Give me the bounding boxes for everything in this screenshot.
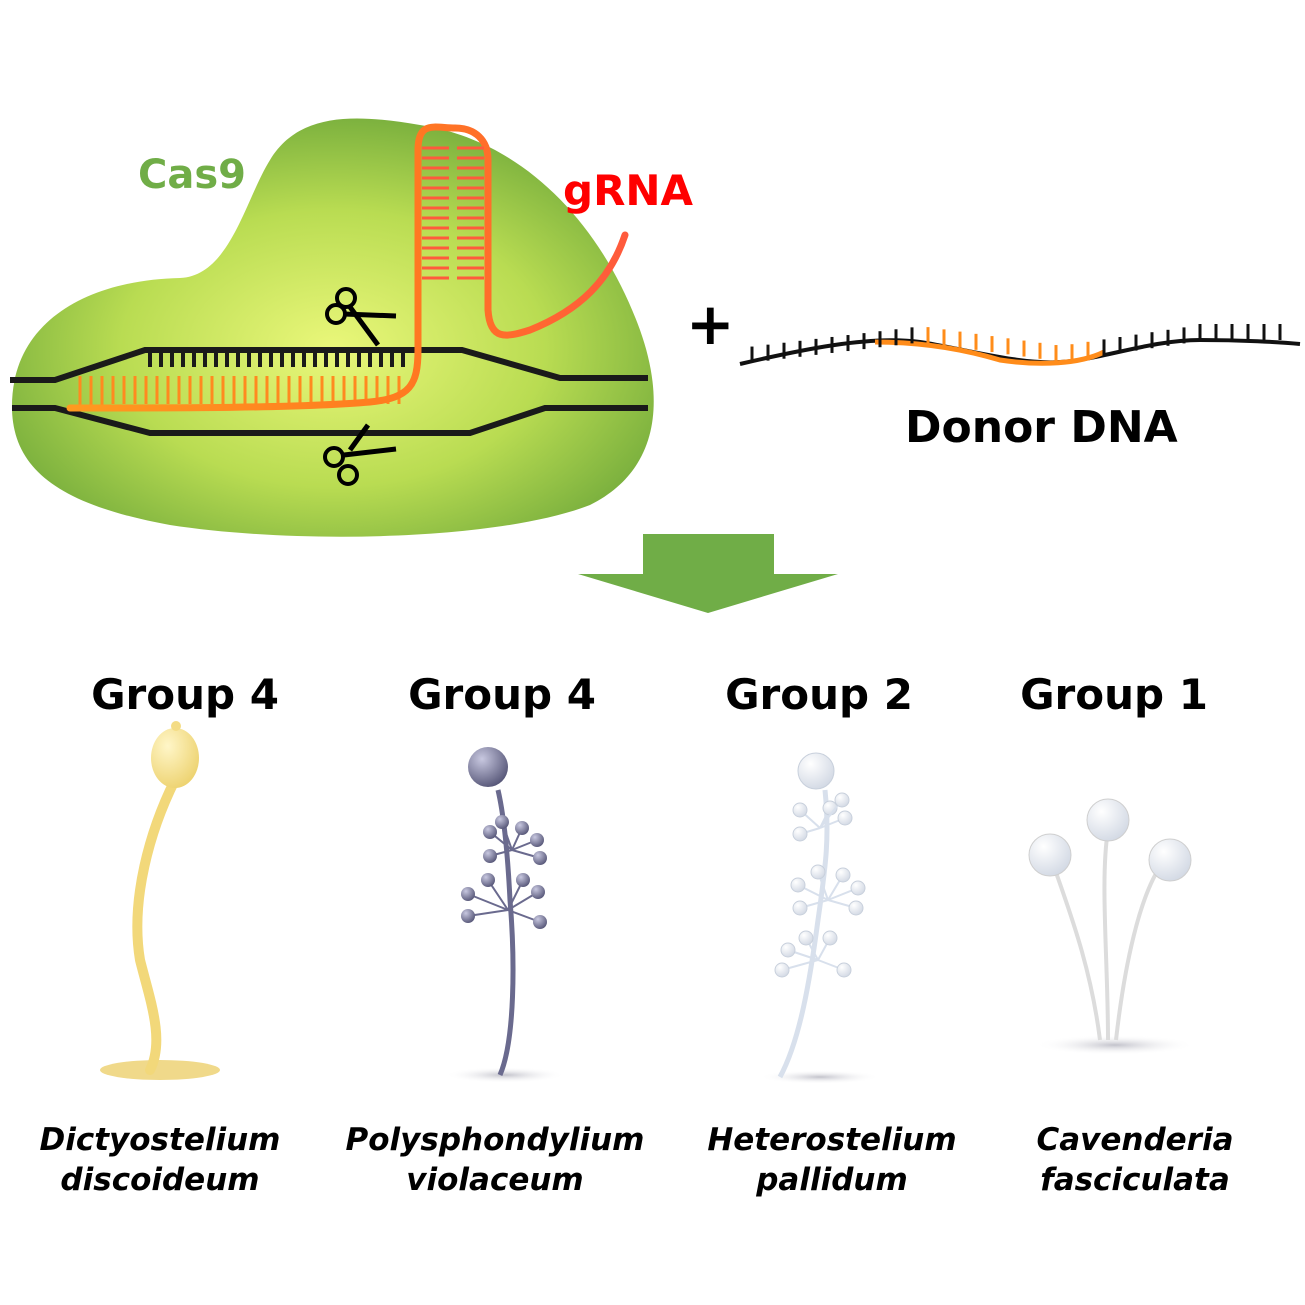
grna-label: gRNA [563,166,694,215]
genus: Cavenderia [1036,1122,1234,1158]
donor-dna-insert [874,339,1106,366]
spore-head [822,930,838,946]
spore-head [792,900,808,916]
spore-head [483,849,497,863]
spore-head [774,962,790,978]
illustration-heterostelium [760,752,880,1084]
group-label: Group 1 [1020,670,1208,719]
terminal-spore-head [468,747,508,787]
spore-head [481,873,495,887]
grna-bases [78,376,401,407]
target-dna [10,347,648,436]
spore-head [461,909,475,923]
down-arrow-icon [578,534,838,613]
genus: Heterostelium [707,1122,957,1158]
branch [467,893,509,911]
donor-dna-bases [750,324,1282,363]
plus-sign: + [686,290,735,358]
spore-head [810,864,826,880]
spore-head [792,802,808,818]
species-name: Dictyostelium discoideum [0,1120,320,1200]
spore-head [836,962,852,978]
illustration-dictyostelium [100,721,220,1080]
spore-head [848,900,864,916]
spore-head [533,915,547,929]
group-label: Group 4 [91,670,279,719]
grna-strand [66,123,629,412]
illustration-cavenderia [1028,798,1195,1055]
spore-head [837,810,853,826]
genus: Polysphondylium [345,1122,645,1158]
spore-head [835,867,851,883]
spore-head [790,877,806,893]
epithet: discoideum [60,1162,260,1198]
cas9-label: Cas9 [138,152,246,198]
spore-head [533,851,547,865]
donor-dna-label: Donor DNA [905,402,1178,453]
spore-head [834,792,850,808]
spore-head [483,825,497,839]
spore-head [516,873,530,887]
spore-head [798,930,814,946]
spore-head [850,880,866,896]
grna-hairpin-bases [422,146,484,280]
spore-head [515,821,529,835]
epithet: pallidum [756,1162,908,1198]
spore-head [780,942,796,958]
spore-head [792,826,808,842]
cas9-protein [11,118,654,537]
species-name: Cavenderia fasciculata [975,1120,1295,1200]
spore-head [531,885,545,899]
species-name: Polysphondylium violaceum [335,1120,655,1200]
epithet: fasciculata [1040,1162,1230,1198]
epithet: violaceum [406,1162,584,1198]
group-label: Group 4 [408,670,596,719]
target-strand-bases [148,353,405,367]
scissors-icon [323,423,397,486]
illustration-polysphondylium [445,747,565,1083]
terminal-spore-head [797,752,835,790]
species-name: Heterostelium pallidum [672,1120,992,1200]
spore-head [530,833,544,847]
scissors-icon [325,287,397,347]
genus: Dictyostelium [39,1122,281,1158]
spore-head [495,815,509,829]
group-label: Group 2 [725,670,913,719]
spore-head [461,887,475,901]
